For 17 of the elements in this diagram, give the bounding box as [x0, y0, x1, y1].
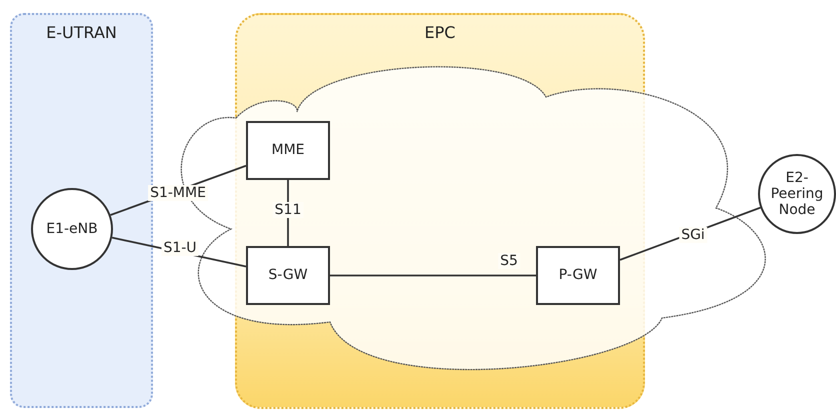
node-label: E1-eNB: [46, 220, 98, 238]
node-label: S-GW: [268, 267, 308, 284]
edge-label: S1-MME: [148, 185, 208, 201]
edge-label: S5: [498, 253, 520, 269]
edge-label: S11: [272, 202, 304, 218]
edge-label: S1-U: [161, 240, 199, 256]
region-title: E-UTRAN: [45, 23, 118, 42]
node-label: E2-Peering Node: [770, 170, 824, 218]
process-box: [246, 246, 330, 305]
process-box: [536, 246, 620, 305]
node-label: MME: [271, 142, 304, 159]
connector-line: [330, 274, 536, 276]
region-panel: [10, 13, 153, 408]
edge-label: SGi: [679, 227, 707, 243]
process-box: [246, 121, 330, 180]
region-title: EPC: [424, 23, 456, 42]
node-label: P-GW: [558, 267, 598, 284]
